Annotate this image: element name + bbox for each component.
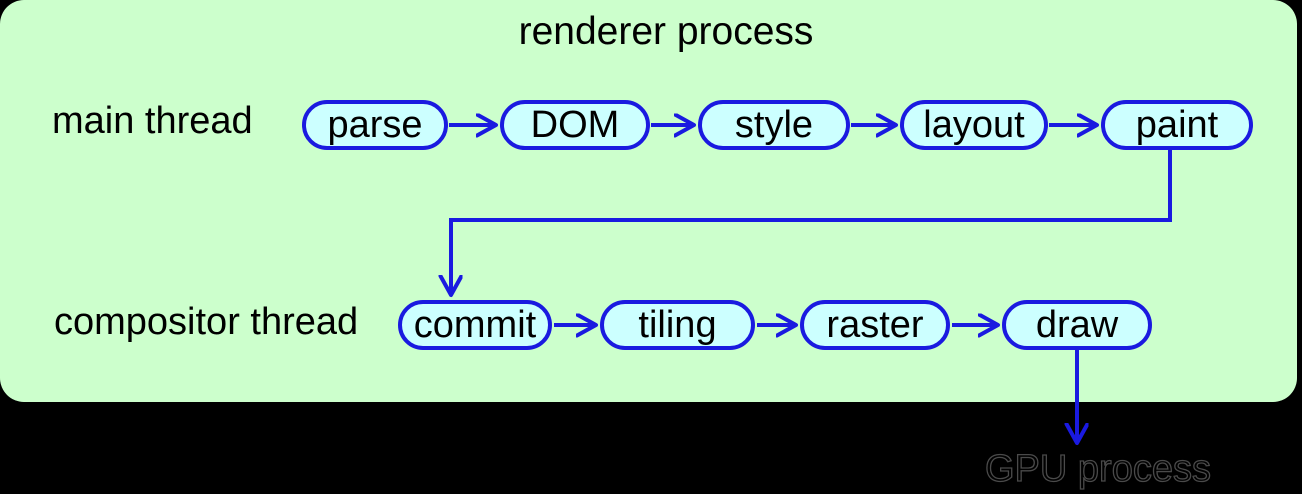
gpu-process-label: GPU process (984, 448, 1211, 490)
node-parse: parse (302, 100, 448, 150)
compositor-thread-label: compositor thread (54, 301, 359, 343)
node-draw: draw (1002, 300, 1152, 350)
node-tiling: tiling (600, 300, 755, 350)
node-commit: commit (398, 300, 552, 350)
node-style: style (698, 100, 850, 150)
diagram-title: renderer process (518, 10, 814, 53)
node-raster: raster (800, 300, 950, 350)
node-paint: paint (1101, 100, 1253, 150)
main-thread-label: main thread (52, 100, 253, 142)
node-dom: DOM (500, 100, 650, 150)
node-layout: layout (900, 100, 1048, 150)
